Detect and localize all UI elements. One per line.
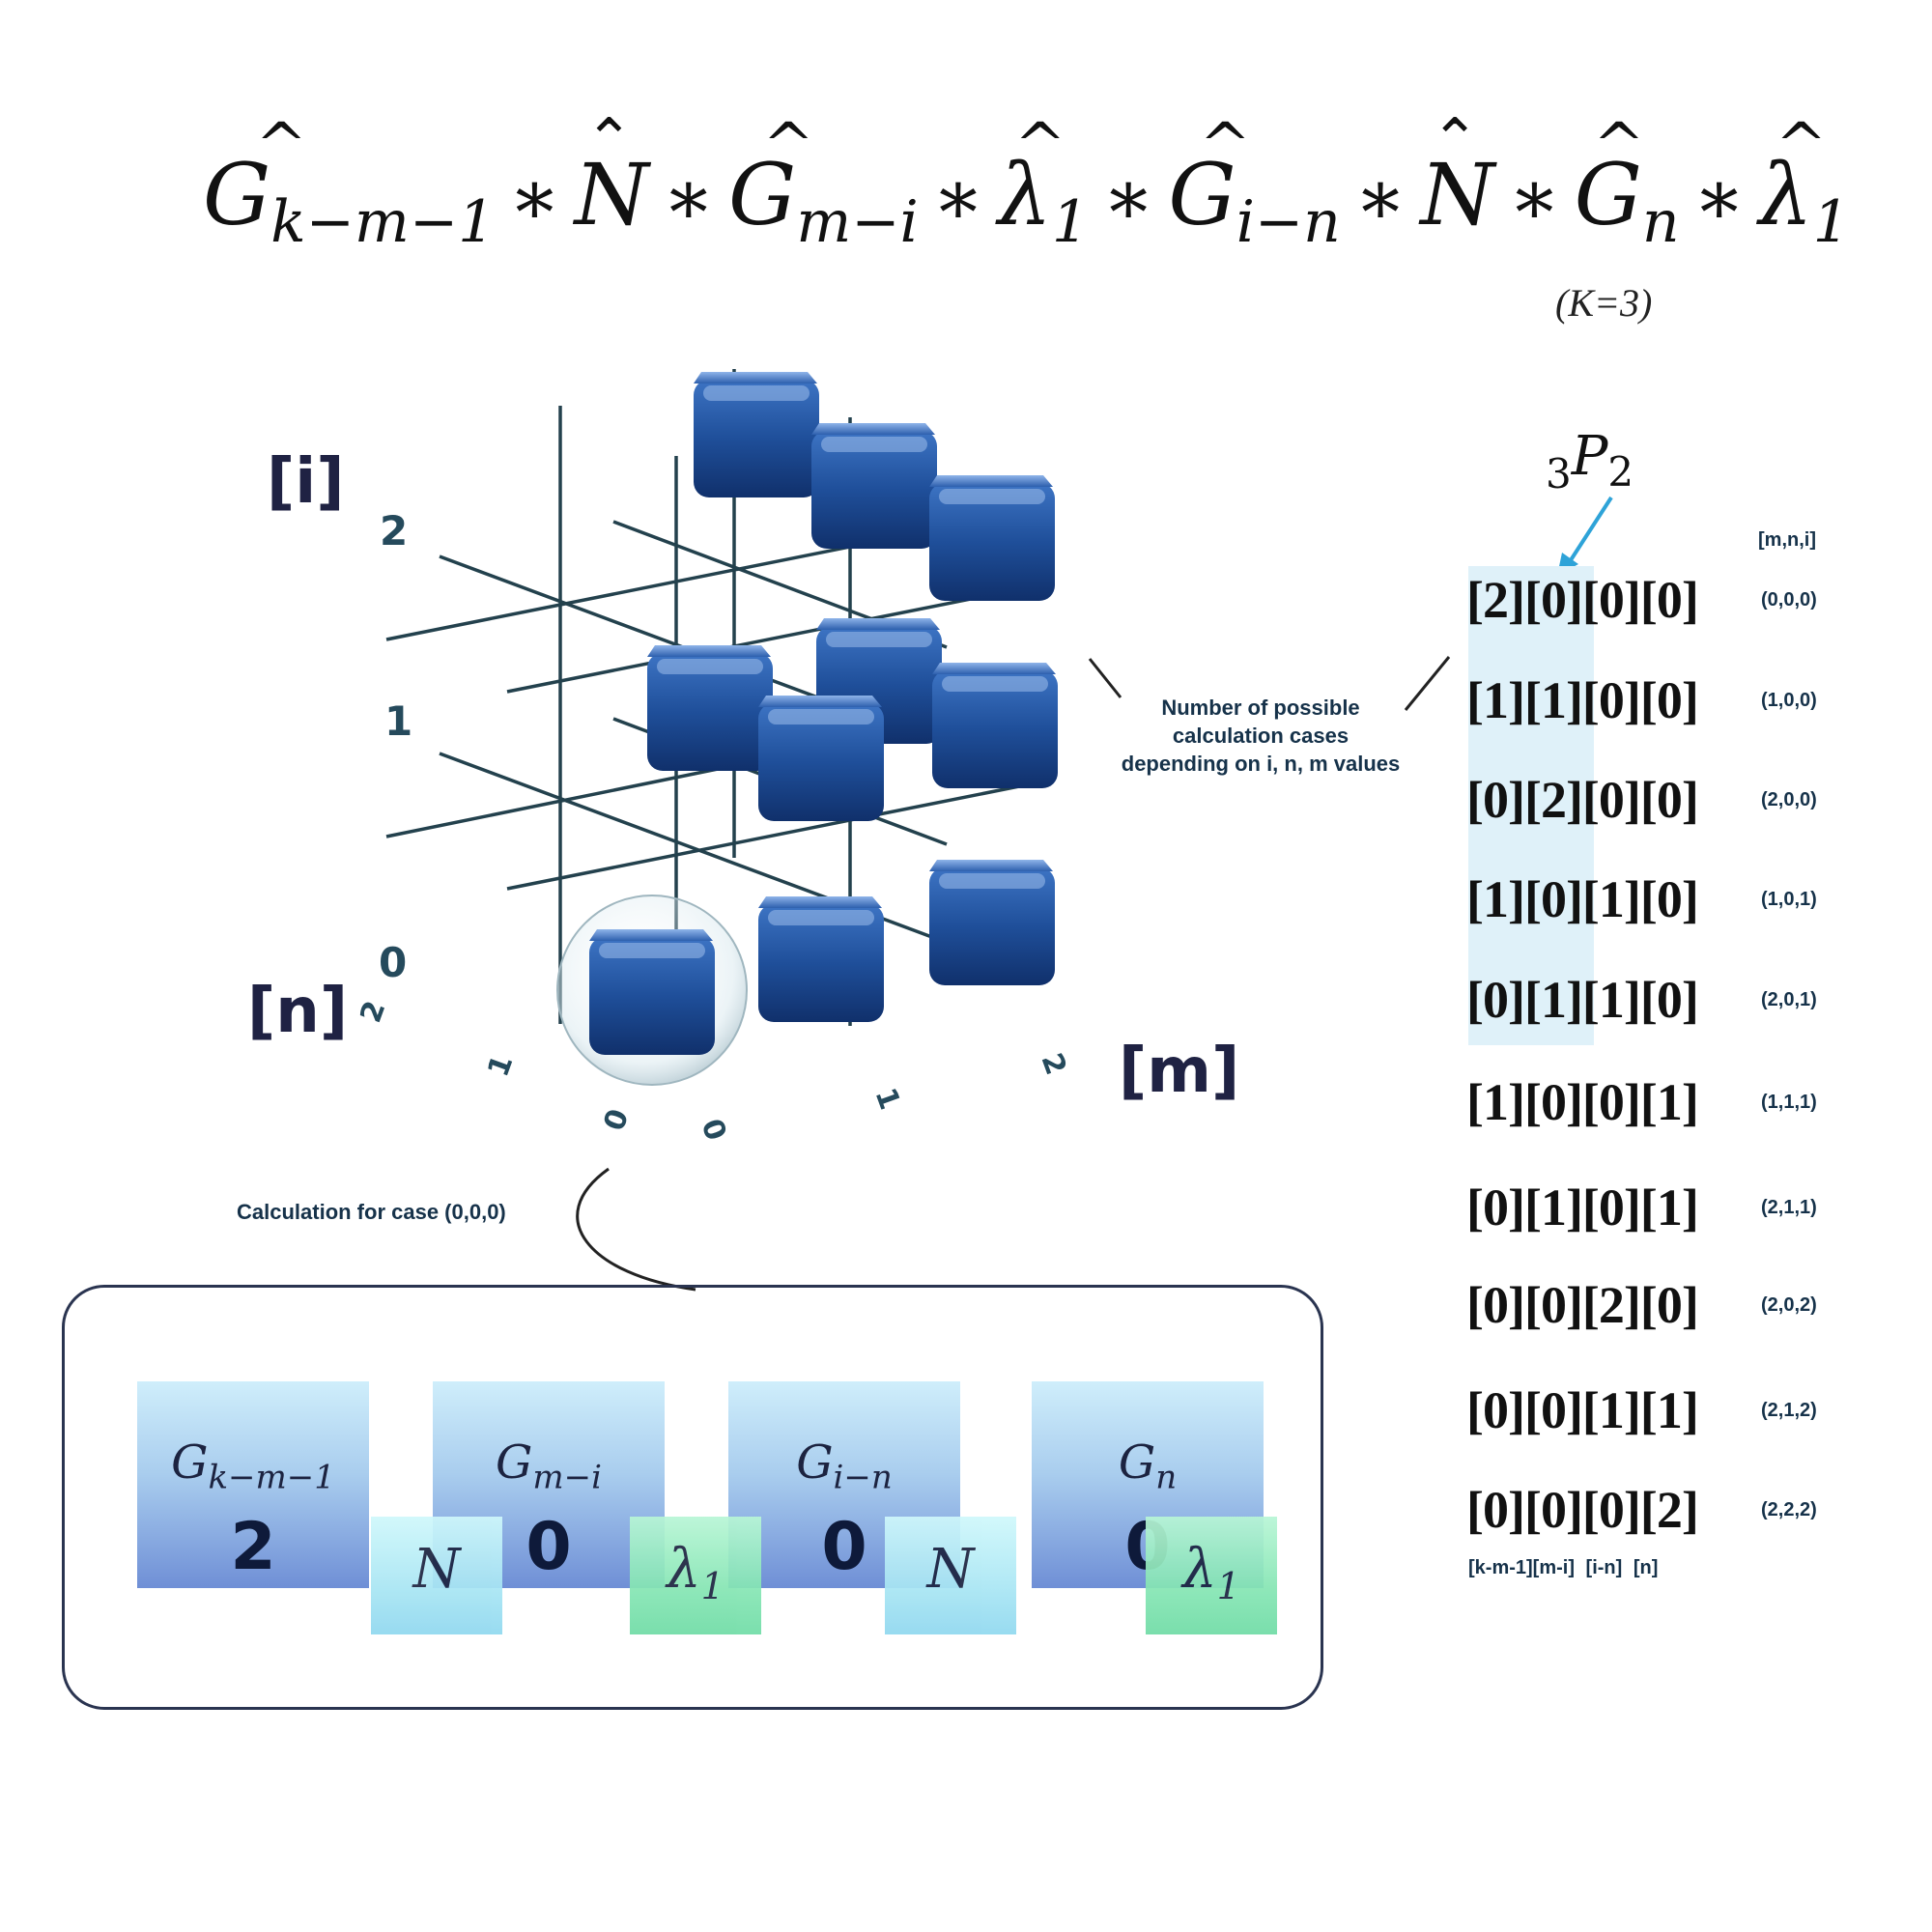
grid-cube [694,372,819,497]
case-row: [0][1][0][1] (2,1,1) [1466,1178,1930,1245]
grid-cube [758,696,884,821]
case-index: (0,0,0) [1761,589,1817,611]
axis-label-n: [n] [247,976,349,1047]
cube-group [647,372,1058,1022]
g-block-label: Gi−n [796,1435,893,1497]
formula-op: ∗ [1102,153,1155,242]
formula-l1: λ1 [998,110,1089,256]
case-index: (2,0,2) [1761,1294,1817,1316]
formula-op: ∗ [1353,153,1407,242]
formula-op: ∗ [1508,153,1561,242]
perm-arrow [1565,496,1613,568]
formula-op: ∗ [931,153,985,242]
case-sequence: [0][0][1][1] [1466,1381,1699,1439]
callout-line-1: Number of possible [1161,696,1360,720]
case-sequence: [0][2][0][0] [1466,771,1699,829]
perm-post: 2 [1607,448,1634,497]
axis-label-m: [m] [1119,1036,1240,1107]
grid-cube [647,645,773,771]
g-block-value: 0 [821,1509,867,1585]
main-formula: Gk−m−1∗N∗Gm−i∗λ1∗Gi−n∗N∗Gn∗λ1 [203,106,1850,261]
case-index: (1,0,0) [1761,690,1817,711]
case-index: (1,1,1) [1761,1092,1817,1113]
formula-op: ∗ [1692,153,1746,242]
case-index: (2,2,2) [1761,1499,1817,1520]
calculation-box [62,1285,1323,1710]
op-block-n-2: N [885,1517,1016,1634]
callout-line-3: depending on i, n, m values [1121,752,1401,776]
grid-cube [929,475,1055,601]
column-footer-labels: [k-m-1][m-i] [i-n] [n] [1468,1557,1659,1578]
case-sequence: [0][1][1][0] [1466,971,1699,1029]
formula-n1: N [575,106,649,244]
callout-line-right [1404,656,1451,711]
case-row: [1][0][1][0] (1,0,1) [1466,869,1930,937]
case-index: (2,1,2) [1761,1400,1817,1421]
op-block-label: N [412,1538,461,1601]
k-value: (K=3) [1555,281,1653,325]
case-sequence: [0][0][2][0] [1466,1276,1699,1334]
case-sequence: [2][0][0][0] [1466,571,1699,629]
op-block-label: λ1 [1182,1538,1240,1608]
grid-cube [811,423,937,549]
case-index: (2,0,1) [1761,989,1817,1010]
g-block-value: 2 [230,1509,276,1585]
case-row: [2][0][0][0] (0,0,0) [1466,570,1930,638]
op-block-label: N [926,1538,975,1601]
case-row: [0][2][0][0] (2,0,0) [1466,770,1930,838]
case-row: [0][1][1][0] (2,0,1) [1466,970,1930,1037]
case-row: [0][0][1][1] (2,1,2) [1466,1380,1930,1448]
selected-cube [589,929,715,1055]
case-index: (2,0,0) [1761,789,1817,810]
formula-g1: Gk−m−1 [203,110,495,256]
case-index: (2,1,1) [1761,1197,1817,1218]
op-block-lambda-2: λ1 [1146,1517,1277,1634]
formula-g2: Gm−i [728,110,919,256]
case-sequence: [0][1][0][1] [1466,1179,1699,1236]
g-block-m-i: Gm−i 0 [433,1381,665,1588]
case-sequence: [1][0][0][1] [1466,1073,1699,1131]
i-tick-1: 1 [384,697,413,745]
grid-cube [758,896,884,1022]
selected-grid-cube [589,929,715,1055]
formula-g3: Gi−n [1168,110,1340,256]
case-index: (1,0,1) [1761,889,1817,910]
g-block-value: 0 [526,1509,572,1585]
g-block-label: Gn [1118,1435,1178,1497]
calc-connector [576,1167,696,1292]
op-block-lambda-1: λ1 [630,1517,761,1634]
g-block-label: Gk−m−1 [171,1435,335,1497]
callout-text: Number of possible calculation cases dep… [1092,694,1430,778]
axis-label-i: [i] [267,446,345,518]
formula-op: ∗ [662,153,716,242]
case-row: [1][0][0][1] (1,1,1) [1466,1072,1930,1140]
g-block-k-m-1: Gk−m−1 2 [137,1381,369,1588]
mni-header: [m,n,i] [1758,529,1816,551]
op-block-n-1: N [371,1517,502,1634]
formula-g4: Gn [1575,110,1680,256]
case-sequence: [0][0][0][2] [1466,1481,1699,1539]
calculation-title: Calculation for case (0,0,0) [237,1200,506,1224]
g-block-label: Gm−i [496,1435,602,1497]
case-row: [0][0][2][0] (2,0,2) [1466,1275,1930,1343]
case-sequence: [1][0][1][0] [1466,870,1699,928]
grid-cube [932,663,1058,788]
callout-line-2: calculation cases [1172,724,1350,748]
i-tick-0: 0 [379,939,408,986]
grid-cube [929,860,1055,985]
callout-line-left [1088,658,1122,698]
formula-op: ∗ [508,153,561,242]
formula-l2: λ1 [1759,110,1850,256]
first-column-highlight [1468,566,1594,1045]
formula-n2: N [1420,106,1494,244]
perm-letter: P [1571,425,1608,488]
case-row: [0][0][0][2] (2,2,2) [1466,1480,1930,1548]
op-block-label: λ1 [667,1538,724,1608]
case-sequence: [1][1][0][0] [1466,671,1699,729]
case-row: [1][1][0][0] (1,0,0) [1466,670,1930,738]
permutation-label: 3P2 [1546,425,1634,497]
i-tick-2: 2 [380,507,409,554]
perm-pre: 3 [1546,450,1572,497]
